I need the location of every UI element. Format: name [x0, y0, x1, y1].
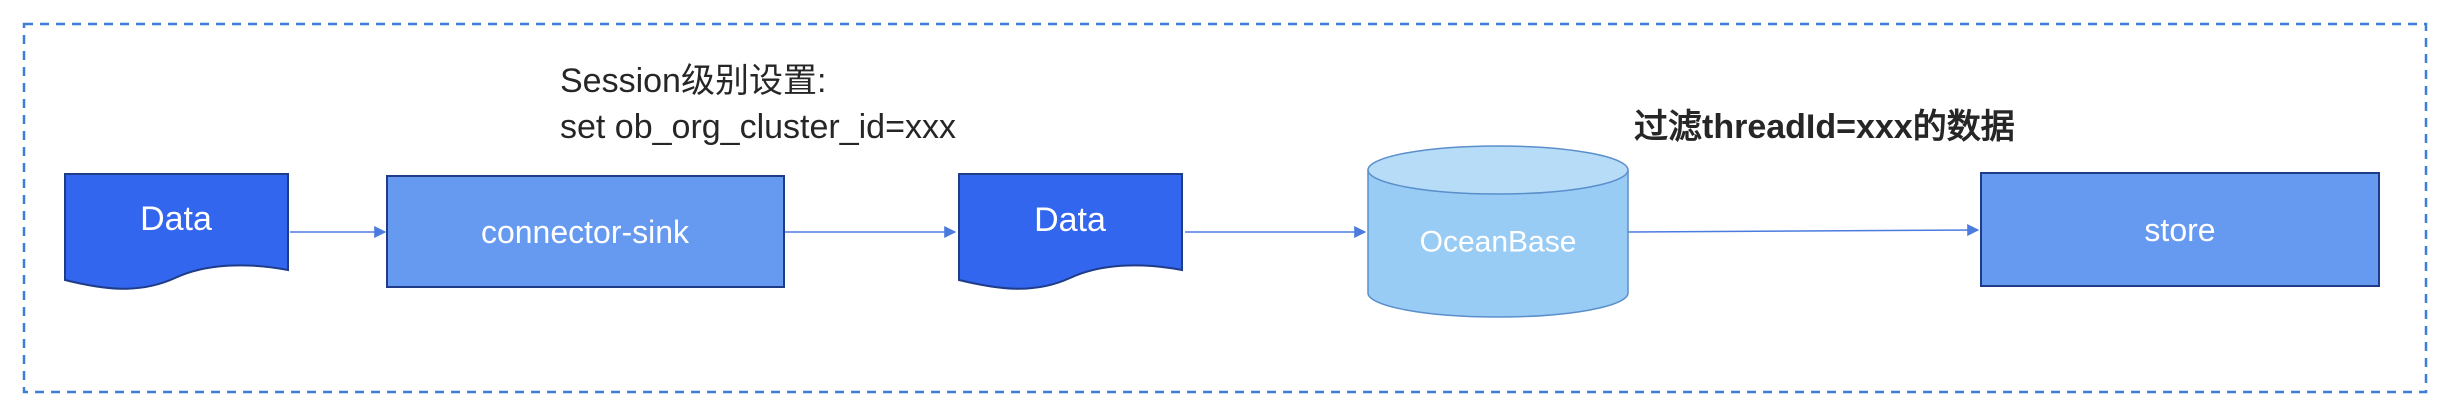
node-data-mid-label: Data [1034, 201, 1106, 239]
document-shape [958, 173, 1183, 290]
node-oceanbase-label: OceanBase [1420, 226, 1577, 259]
node-data-mid: Data [958, 173, 1183, 290]
rectangle-shape [386, 175, 785, 288]
edges [290, 224, 1980, 238]
cylinder-top [1367, 145, 1629, 195]
node-oceanbase: OceanBase [1367, 145, 1629, 318]
node-data-source-label: Data [140, 200, 212, 238]
rectangle-shape [1980, 172, 2380, 287]
node-store: store [1980, 172, 2380, 287]
node-connector-sink-label: connector-sink [481, 214, 690, 250]
annotation-filter: 过滤threadId=xxx的数据 [1634, 108, 2015, 146]
node-connector-sink: connector-sink [386, 175, 785, 288]
dashed-frame [22, 22, 2428, 394]
annotation-session-line2: set ob_org_cluster_id=xxx [560, 108, 956, 146]
node-store-label: store [2144, 212, 2215, 248]
edge-oceanbase-to-store [1627, 224, 1980, 237]
document-shape [64, 173, 289, 290]
annotation-session-line1: Session级别设置: [560, 62, 826, 100]
cylinder-body [1367, 170, 1629, 318]
node-data-source: Data [64, 173, 289, 290]
